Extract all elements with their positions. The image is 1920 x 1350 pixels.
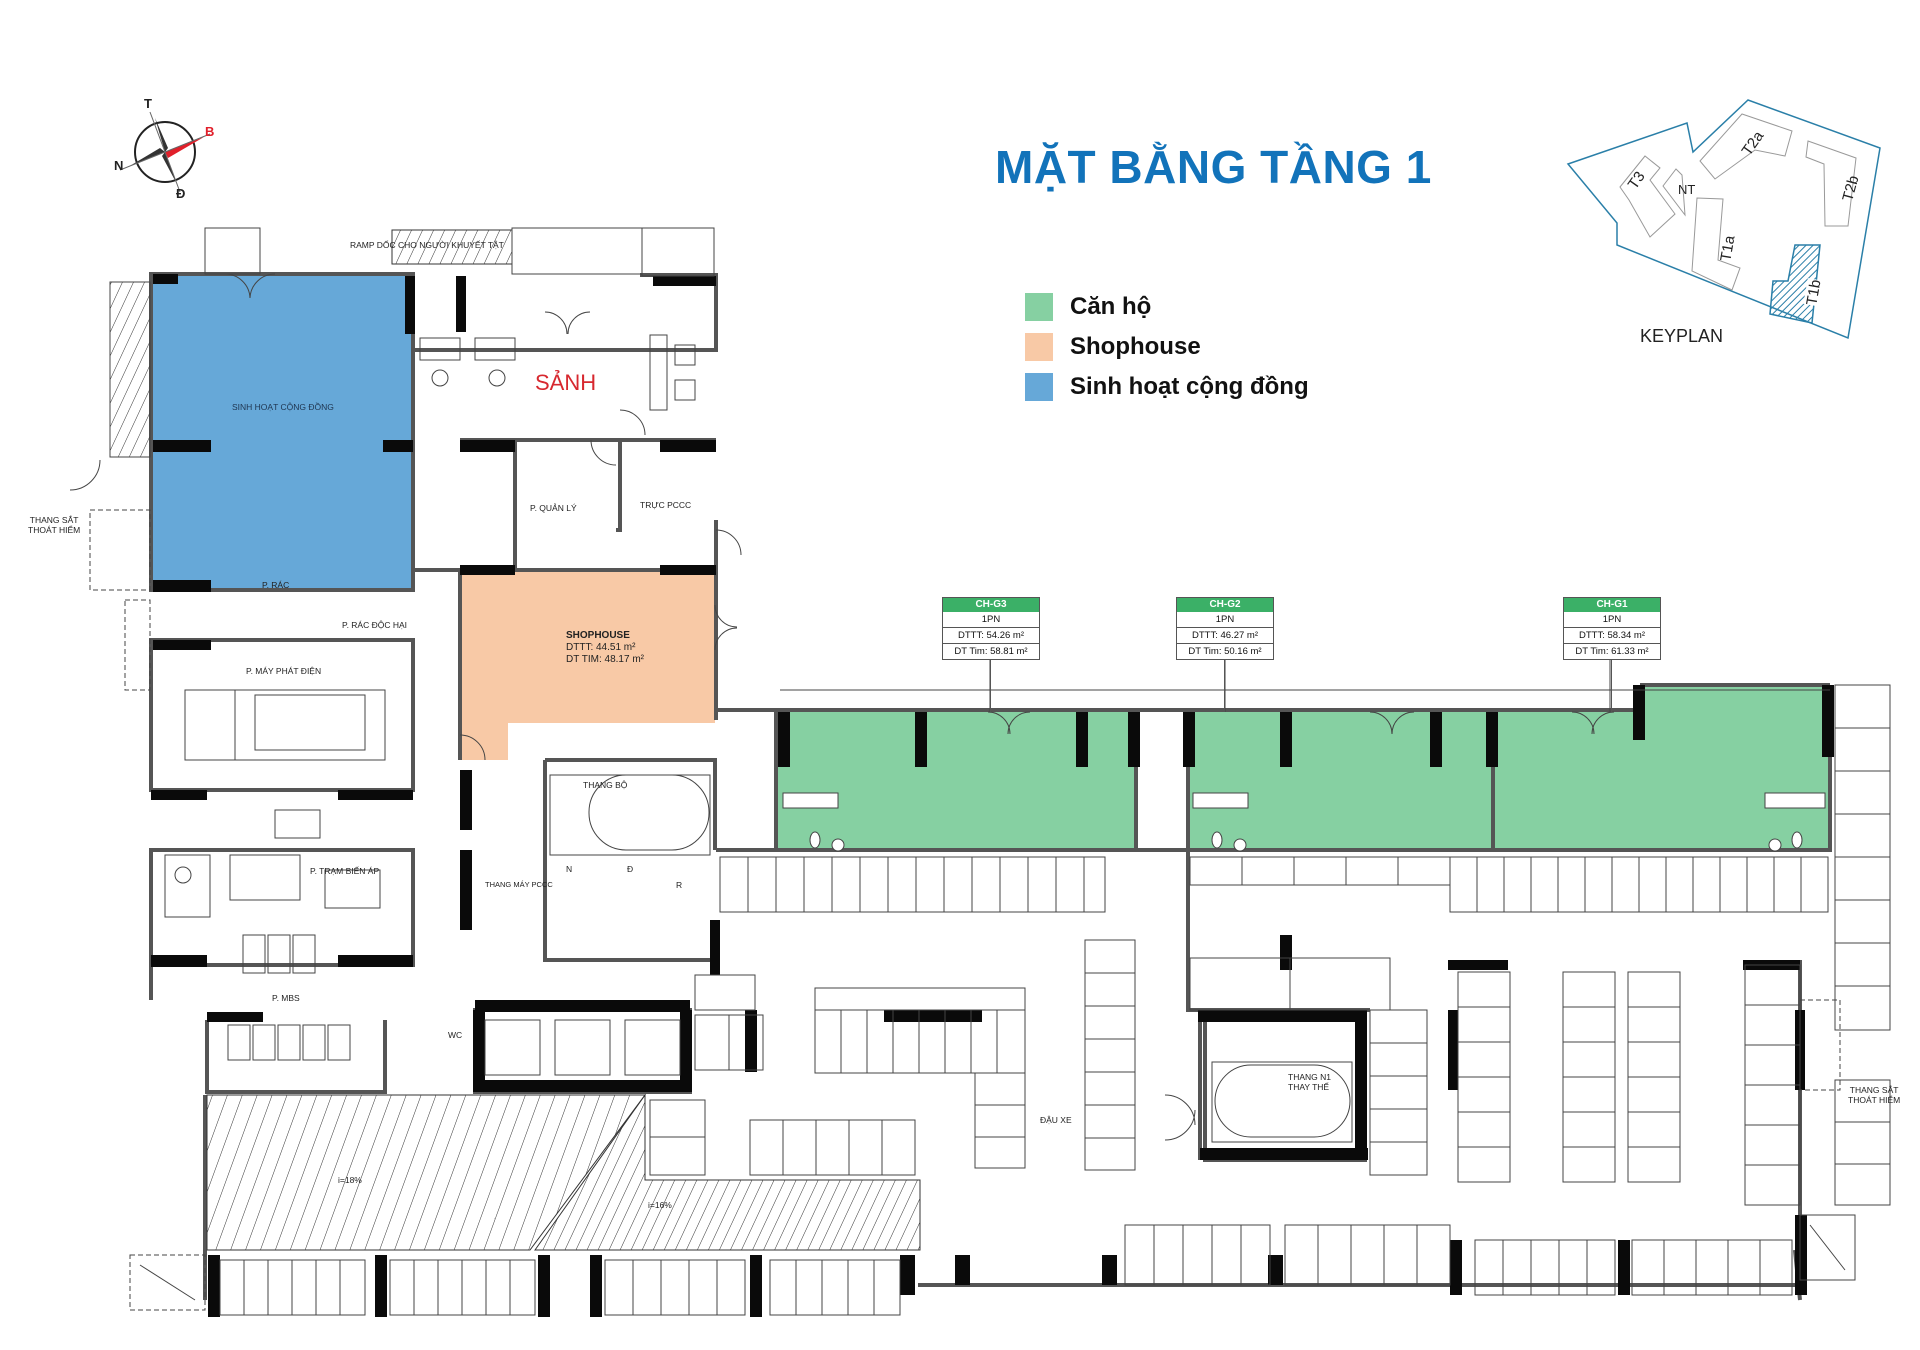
page-title: MẶT BẰNG TẦNG 1 [995, 141, 1432, 193]
parking-label: ĐẬU XE [1040, 1115, 1072, 1125]
compass-south-label: Đ [176, 186, 186, 201]
hazard-trash-label: P. RÁC ĐỘC HẠI [342, 620, 408, 630]
legend-item-shophouse: Shophouse [1025, 327, 1309, 367]
ramp-label: RAMP DỐC CHO NGƯỜI KHUYẾT TẬT [350, 240, 504, 250]
unit-code: CH-G2 [1177, 598, 1273, 612]
keyplan-label: KEYPLAN [1640, 326, 1724, 346]
shophouse-swatch [1025, 333, 1053, 361]
ramp-slope-2-label: i=16% [648, 1200, 672, 1210]
replacement-stair-line-2: THAY THẾ [1288, 1082, 1330, 1092]
shophouse-unit [460, 570, 715, 723]
apartment-swatch [1025, 293, 1053, 321]
unit-card-ch-g3[interactable]: CH-G3 1PN DTTT: 54.26 m² DT Tim: 58.81 m… [942, 597, 1040, 660]
community-room [153, 276, 411, 589]
manager-room-label: P. QUẢN LÝ [530, 503, 577, 513]
escape-stair-right-label: THANG SẮT THOÁT HIỂM [1848, 1085, 1900, 1105]
legend-item-apartment: Căn hộ [1025, 287, 1309, 327]
replacement-stair-label: THANG N1 THAY THẾ [1288, 1072, 1331, 1092]
shaft-r-label: R [676, 880, 683, 890]
unit-code: CH-G1 [1564, 598, 1660, 612]
apartment-ch-g2 [1188, 712, 1493, 852]
unit-code: CH-G3 [943, 598, 1039, 612]
keyplan-map [1566, 99, 1881, 340]
wc-label: WC [448, 1030, 463, 1040]
unit-dttt: DTTT: 46.27 m² [1177, 627, 1273, 643]
fire-elevator-label: THANG MÁY PCCC [485, 880, 553, 889]
compass-icon [119, 111, 211, 193]
unit-dttt: DTTT: 54.26 m² [943, 627, 1039, 643]
mbs-room-label: P. MBS [272, 993, 300, 1003]
compass-east-label: B [205, 124, 215, 139]
leader-line-ch-g2 [1224, 660, 1225, 712]
parking-stalls [69, 227, 1891, 1316]
unit-dt-tim: DT Tim: 58.81 m² [943, 643, 1039, 659]
unit-type: 1PN [1602, 614, 1622, 625]
stair-label: THANG BỘ [583, 780, 628, 790]
escape-stair-left-label: THANG SẮT THOÁT HIỂM [28, 515, 80, 535]
unit-card-ch-g2[interactable]: CH-G2 1PN DTTT: 46.27 m² DT Tim: 50.16 m… [1176, 597, 1274, 660]
leader-line-ch-g3 [990, 660, 991, 712]
unit-dt-tim: DT Tim: 50.16 m² [1177, 643, 1273, 659]
keyplan-block-nt: NT [1678, 182, 1696, 197]
apartment-fixtures [782, 792, 1826, 852]
shaft-d-label: Đ [627, 864, 634, 874]
legend-label: Sinh hoạt cộng đồng [1070, 373, 1309, 400]
unit-dttt: DTTT: 58.34 m² [1564, 627, 1660, 643]
shophouse-dt-tim: DT TIM: 48.17 m² [566, 654, 644, 665]
compass-west-label: N [114, 158, 124, 173]
generator-room-label: P. MÁY PHÁT ĐIỆN [246, 666, 322, 676]
shophouse-name: SHOPHOUSE [566, 630, 630, 641]
apartment-ch-g1 [1493, 712, 1830, 852]
unit-card-ch-g1[interactable]: CH-G1 1PN DTTT: 58.34 m² DT Tim: 61.33 m… [1563, 597, 1661, 660]
community-room-label: SINH HOẠT CỘNG ĐỒNG [232, 402, 334, 412]
transformer-room-label: P. TRẠM BIẾN ÁP [310, 866, 380, 876]
unit-type: 1PN [1215, 614, 1235, 625]
compass-north-label: T [144, 96, 152, 111]
ramp-slope-1-label: i=18% [338, 1175, 362, 1185]
car-ramp [109, 229, 921, 1251]
shaft-n-label: N [566, 864, 573, 874]
unit-type: 1PN [981, 614, 1001, 625]
lobby-label: SẢNH [535, 370, 597, 395]
replacement-stair-line-1: THANG N1 [1288, 1072, 1331, 1082]
escape-stair-line-1: THANG SẮT [1849, 1085, 1899, 1095]
legend-item-community: Sinh hoạt cộng đồng [1025, 367, 1309, 407]
leader-line-ch-g1 [1611, 660, 1612, 712]
fire-duty-label: TRỰC PCCC [640, 500, 692, 510]
trash-room-label: P. RÁC [262, 580, 290, 590]
escape-stair-line-2: THOÁT HIỂM [28, 525, 81, 535]
legend-label: Shophouse [1070, 333, 1201, 360]
community-swatch [1025, 373, 1053, 401]
unit-dt-tim: DT Tim: 61.33 m² [1564, 643, 1660, 659]
legend-label: Căn hộ [1070, 293, 1152, 320]
shophouse-label: SHOPHOUSE DTTT: 44.51 m² DT TIM: 48.17 m… [566, 630, 644, 666]
legend: Căn hộ Shophouse Sinh hoạt cộng đồng [1025, 287, 1309, 407]
shophouse-dttt: DTTT: 44.51 m² [566, 642, 636, 653]
escape-stair-line-1: THANG SẮT [29, 515, 79, 525]
escape-stair-line-2: THOÁT HIỂM [1848, 1095, 1901, 1105]
